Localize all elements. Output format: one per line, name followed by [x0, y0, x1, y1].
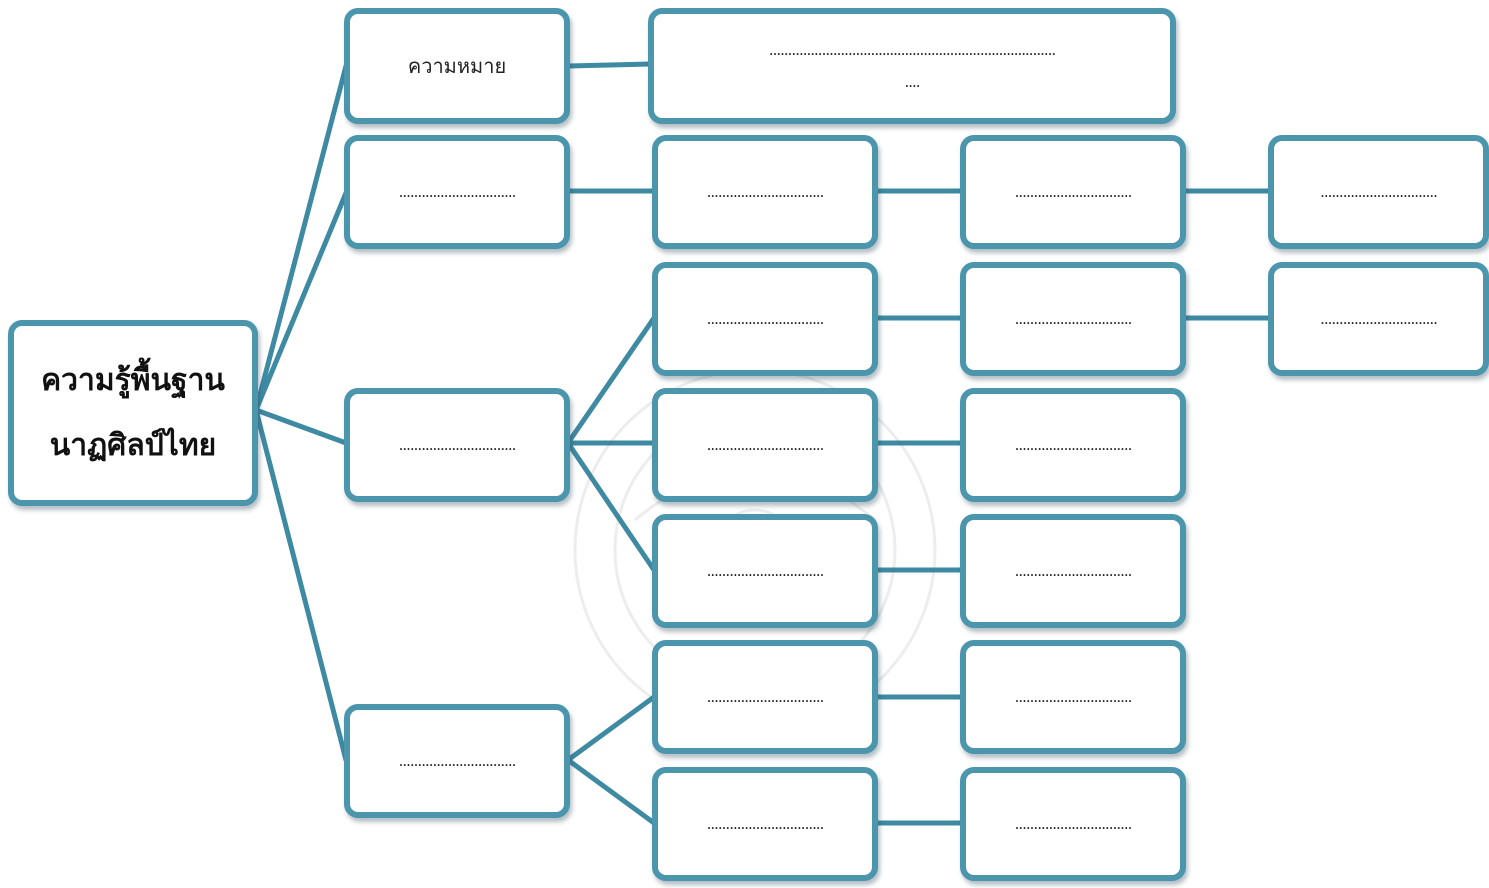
root-topic-line2: นาฏศิลป์ไทย — [49, 428, 217, 463]
branch-c-sub2-detail-box: ............................... — [960, 767, 1186, 881]
connector-meaning-answer — [565, 61, 653, 69]
branch-c-sub1-detail-placeholder: ............................... — [1014, 688, 1132, 706]
connector-c-2 — [565, 757, 657, 826]
meaning-answer-line1: ........................................… — [768, 41, 1056, 59]
branch-b-sub1-box: ............................... — [652, 262, 878, 376]
branch-c-sub1-detail-box: ............................... — [960, 640, 1186, 754]
branch-a-detail-box: ............................... — [960, 135, 1186, 249]
connector-root-meaning — [253, 63, 349, 413]
branch-b-sub3-placeholder: ............................... — [706, 562, 824, 580]
branch-a-sub-box: ............................... — [652, 135, 878, 249]
branch-b-sub1-extra-box: ............................... — [1268, 262, 1489, 376]
branch-c-sub2-placeholder: ............................... — [706, 815, 824, 833]
branch-b-sub3-detail-box: ............................... — [960, 514, 1186, 628]
branch-a-detail-placeholder: ............................... — [1014, 183, 1132, 201]
branch-a-placeholder: ............................... — [398, 183, 516, 201]
connector-root-branch-c — [253, 407, 349, 763]
branch-c-placeholder: ............................... — [398, 752, 516, 770]
branch-b-sub1-detail-placeholder: ............................... — [1014, 310, 1132, 328]
root-topic-box: ความรู้พื้นฐาน นาฏศิลป์ไทย — [8, 320, 258, 506]
connector-root-branch-b — [253, 407, 349, 446]
root-topic-line1: ความรู้พื้นฐาน — [41, 362, 225, 398]
connector-root-branch-a — [253, 190, 349, 413]
meaning-label: ความหมาย — [407, 54, 507, 78]
branch-b-sub1-extra-placeholder: ............................... — [1320, 310, 1437, 328]
branch-c-sub1-box: ............................... — [652, 640, 878, 754]
branch-c-sub2-detail-placeholder: ............................... — [1014, 815, 1132, 833]
meaning-box: ความหมาย — [344, 8, 570, 124]
meaning-answer-text: ........................................… — [654, 41, 1170, 91]
meaning-answer-line2: .... — [904, 73, 920, 91]
connector-b-3 — [565, 440, 657, 573]
branch-b-sub2-detail-placeholder: ............................... — [1014, 436, 1132, 454]
branch-c-box: ............................... — [344, 704, 570, 818]
branch-b-placeholder: ............................... — [398, 436, 516, 454]
connector-b-1 — [565, 315, 657, 446]
branch-b-sub3-detail-placeholder: ............................... — [1014, 562, 1132, 580]
branch-b-box: ............................... — [344, 388, 570, 502]
meaning-answer-box: ........................................… — [648, 8, 1176, 124]
branch-c-sub2-box: ............................... — [652, 767, 878, 881]
branch-b-sub2-placeholder: ............................... — [706, 436, 824, 454]
branch-c-sub1-placeholder: ............................... — [706, 688, 824, 706]
branch-b-sub3-box: ............................... — [652, 514, 878, 628]
connector-c-1 — [565, 694, 657, 763]
branch-b-sub1-detail-box: ............................... — [960, 262, 1186, 376]
branch-b-sub1-placeholder: ............................... — [706, 310, 824, 328]
root-topic-text: ความรู้พื้นฐาน นาฏศิลป์ไทย — [41, 362, 225, 465]
branch-a-sub-placeholder: ............................... — [706, 183, 824, 201]
branch-b-sub2-box: ............................... — [652, 388, 878, 502]
branch-b-sub2-detail-box: ............................... — [960, 388, 1186, 502]
branch-a-box: ............................... — [344, 135, 570, 249]
branch-a-extra-placeholder: ............................... — [1320, 183, 1437, 201]
branch-a-extra-box: ............................... — [1268, 135, 1489, 249]
